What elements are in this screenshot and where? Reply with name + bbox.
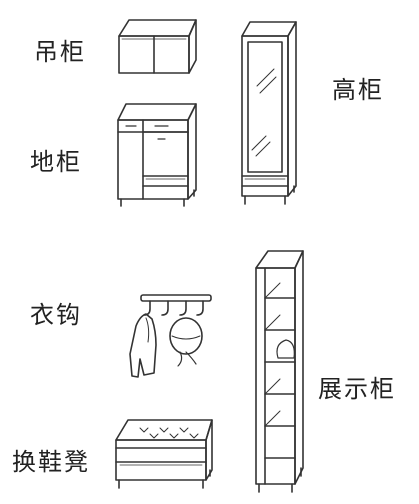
label-tall-cabinet: 高柜 <box>332 76 384 104</box>
label-shoe-bench: 换鞋凳 <box>12 448 90 476</box>
tall-cabinet-drawing <box>241 21 297 205</box>
display-cabinet-drawing <box>255 250 304 493</box>
coat-hook-drawing <box>129 294 212 378</box>
label-floor-cabinet: 地柜 <box>30 148 82 176</box>
floor-cabinet-drawing <box>117 103 197 207</box>
label-display-cabinet: 展示柜 <box>318 375 396 403</box>
shoe-bench-drawing <box>115 419 213 489</box>
label-coat-hook: 衣钩 <box>30 301 82 329</box>
wall-cabinet-drawing <box>118 19 197 74</box>
label-wall-cabinet: 吊柜 <box>34 38 86 66</box>
